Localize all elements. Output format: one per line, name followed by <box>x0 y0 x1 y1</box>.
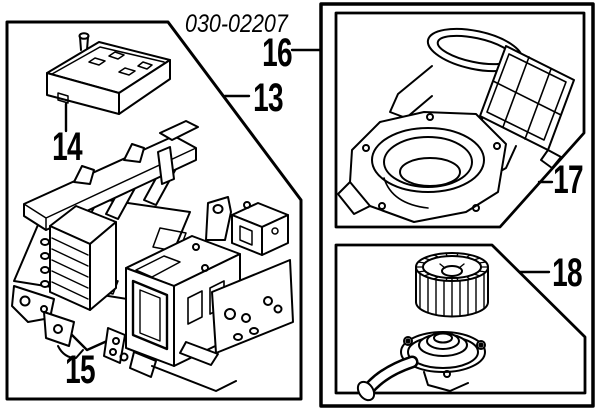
callout-18: 18 <box>552 251 582 295</box>
blower-motor-illustration <box>356 252 489 402</box>
blower-housing-illustration <box>337 27 575 223</box>
heater-unit-illustration <box>11 120 294 392</box>
control-unit-illustration <box>46 32 171 115</box>
right-panel-border <box>319 2 595 408</box>
callout-16: 16 <box>262 31 292 75</box>
callout-17: 17 <box>553 158 583 202</box>
callout-15: 15 <box>65 348 95 392</box>
left-panel-border <box>5 20 303 401</box>
callout-14: 14 <box>52 125 82 169</box>
part-code: 030-02207 <box>185 10 288 38</box>
callout-13: 13 <box>253 76 283 120</box>
